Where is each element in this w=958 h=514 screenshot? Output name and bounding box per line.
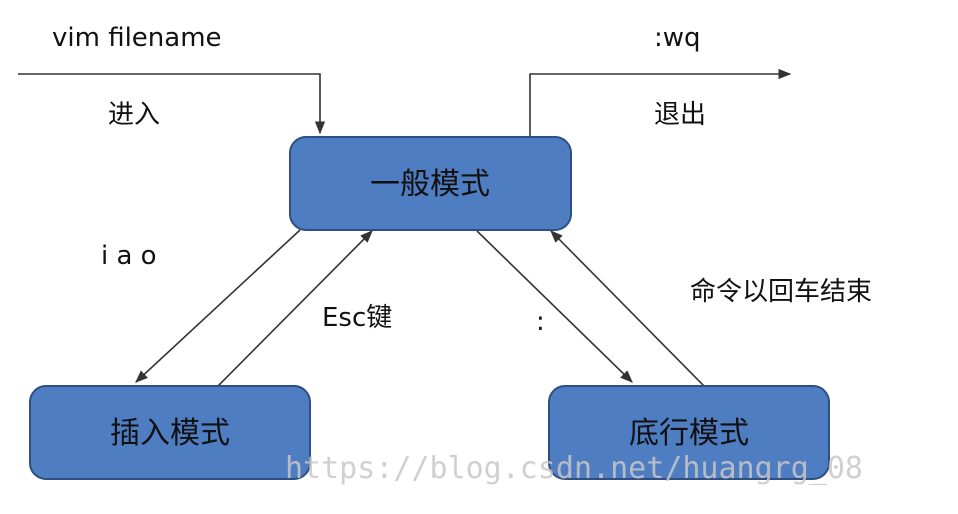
normal-mode-box: 一般模式 [289,136,572,231]
insert-mode-box: 插入模式 [29,385,311,480]
command-end-label: 命令以回车结束 [690,277,872,307]
save-quit-command-label: :wq [654,23,701,53]
command-mode-label: 底行模式 [629,416,749,451]
exit-label: 退出 [654,100,706,130]
command-mode-box: 底行模式 [548,385,830,480]
normal-mode-label: 一般模式 [370,167,490,202]
colon-key-label: : [536,307,545,337]
insert-mode-label: 插入模式 [110,416,230,451]
insert-to-normal-arrow [217,230,373,387]
watermark-text: https://blog.csdn.net/huangrg_08 [285,451,863,486]
normal-to-command-arrow [476,230,633,383]
exit-arrow [529,68,792,137]
start-command-label: vim filename [52,23,222,53]
esc-key-label: Esc键 [322,303,392,333]
enter-label: 进入 [108,100,160,130]
command-to-normal-arrow [550,230,705,387]
normal-to-insert-arrow [135,229,301,383]
enter-arrow [18,73,326,135]
insert-keys-label: i a o [101,241,157,271]
